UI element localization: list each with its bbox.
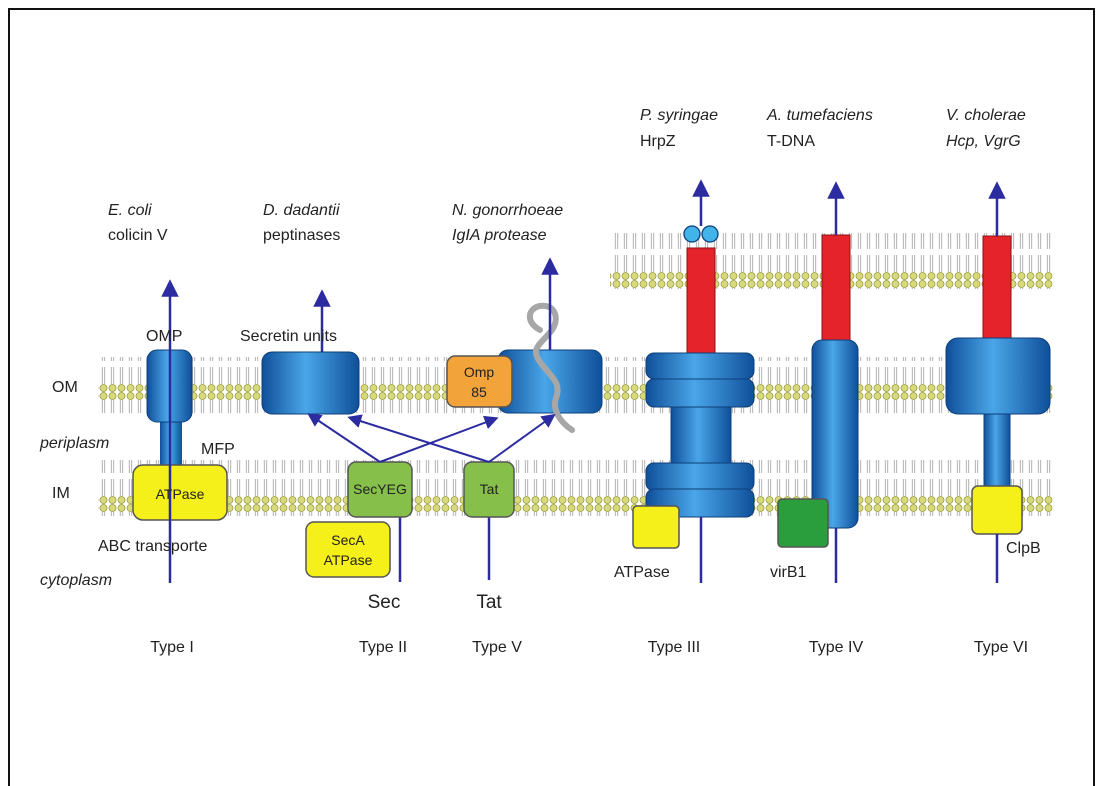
omp85-number: 85: [471, 384, 487, 400]
type2-substrate: peptinases: [263, 227, 340, 244]
type3-effector-ball-right: [702, 226, 718, 242]
type1-label: Type I: [150, 639, 194, 656]
type6-sheath: [946, 338, 1050, 414]
om-label: OM: [52, 379, 78, 396]
type2-species: D. dadantii: [263, 202, 340, 219]
export-arrows: [313, 417, 550, 462]
type3-outer-ring-top: [646, 353, 754, 379]
virb1-label: virB1: [770, 564, 807, 581]
type3-needle: [687, 248, 715, 354]
type1-atpase-label: ATPase: [156, 486, 205, 502]
type3-outer-ring-bottom: [646, 379, 754, 407]
type5-species: N. gonorrhoeae: [452, 202, 563, 219]
sec-label: Sec: [368, 592, 401, 613]
periplasm-label: periplasm: [39, 435, 109, 452]
type6-substrate: Hcp, VgrG: [946, 133, 1021, 150]
type2-label: Type II: [359, 639, 407, 656]
type1-species: E. coli: [108, 202, 152, 219]
omp-label: OMP: [146, 328, 182, 345]
inner-membrane: [98, 460, 1053, 516]
omp85-label: Omp: [464, 364, 495, 380]
type3-atpase-label: ATPase: [614, 564, 670, 581]
cytoplasm-label: cytoplasm: [40, 572, 112, 589]
secretin-units-label: Secretin units: [240, 328, 337, 345]
secyeg-to-type5-arrow: [380, 420, 492, 462]
secyeg-label: SecYEG: [353, 481, 407, 497]
type3-substrate: HrpZ: [640, 133, 676, 150]
type3-atpase-box: [633, 506, 679, 548]
type5-barrel: [498, 350, 602, 413]
type6-species: V. cholerae: [946, 107, 1026, 124]
type4-species: A. tumefaciens: [766, 107, 873, 124]
type4-substrate: T-DNA: [767, 133, 815, 150]
seca-label: SecA: [331, 532, 365, 548]
type6-tube: [983, 236, 1011, 344]
type2-secretin-channel: [262, 352, 359, 414]
tat-label: Tat: [476, 592, 502, 613]
type6-stem: [984, 412, 1010, 490]
type5-system: [447, 266, 602, 580]
type4-label: Type IV: [809, 639, 864, 656]
type5-label: Type V: [472, 639, 522, 656]
type4-pilus: [822, 235, 850, 343]
tat-to-secretin-arrow: [354, 419, 489, 462]
type3-neck: [671, 405, 731, 467]
im-label: IM: [52, 485, 70, 502]
abc-transporter-label: ABC transporte: [98, 538, 207, 555]
mfp-label: MFP: [201, 441, 235, 458]
clpb-label: ClpB: [1006, 540, 1041, 557]
seca-atpase-label: ATPase: [324, 552, 373, 568]
tat-box-label: Tat: [480, 481, 499, 497]
type1-substrate: colicin V: [108, 227, 168, 244]
virb1-box: [778, 499, 828, 547]
tat-to-type5-arrow: [489, 418, 550, 462]
type3-label: Type III: [648, 639, 700, 656]
type3-effector-ball-left: [684, 226, 700, 242]
type5-substrate: IgIA protease: [452, 227, 547, 244]
clpb-box: [972, 486, 1022, 534]
type3-inner-ring-top: [646, 463, 754, 491]
type3-species: P. syringae: [640, 107, 718, 124]
seca-atpase-box: [306, 522, 390, 577]
type6-label: Type VI: [974, 639, 1028, 656]
